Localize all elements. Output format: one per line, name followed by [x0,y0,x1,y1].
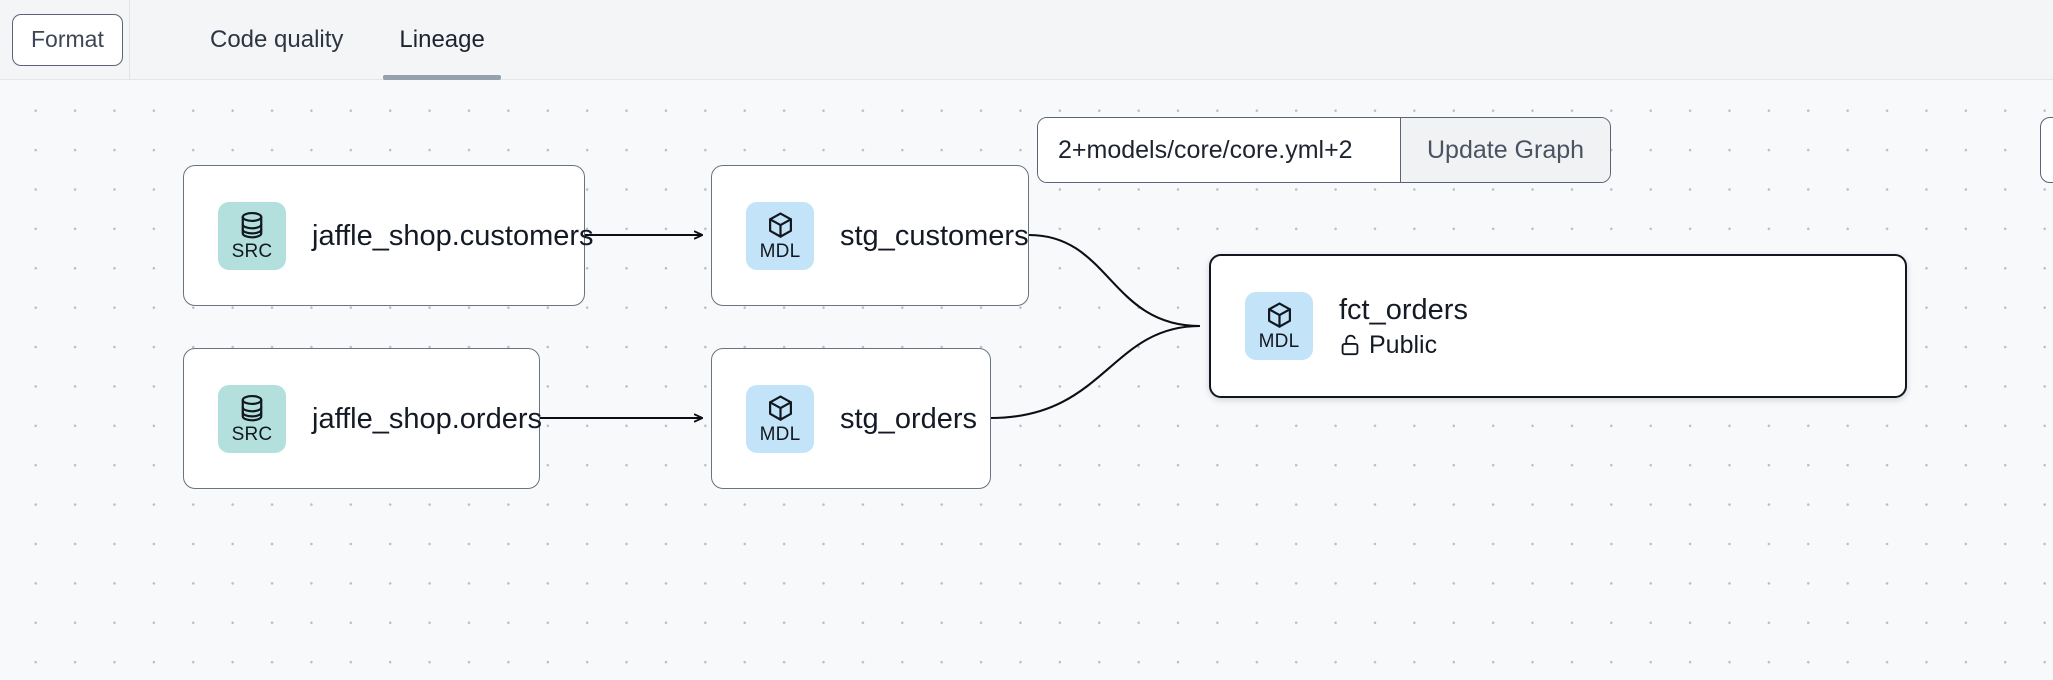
lineage-node-jaffle-shop-customers[interactable]: SRC jaffle_shop.customers [183,165,594,306]
database-icon [241,211,263,238]
cube-icon [768,394,792,421]
node-badge-label: SRC [231,240,273,262]
tab-lineage-label: Lineage [399,25,485,53]
node-badge-mdl: MDL [746,384,814,453]
unlock-icon [1341,334,1359,356]
graph-controls: Update Graph [1037,117,1612,183]
tab-bar: Code quality Lineage [130,0,513,80]
node-body: fct_orders Public [1339,293,1468,359]
format-button-zone: Format [0,0,130,80]
tab-code-quality-label: Code quality [210,25,344,53]
lineage-canvas[interactable]: SRC jaffle_shop.customers MDL stg_custom… [0,80,2053,680]
node-badge-mdl: MDL [1245,292,1313,360]
lineage-node-stg-orders[interactable]: MDL stg_orders [711,348,991,489]
node-body: jaffle_shop.orders [312,402,542,436]
node-body: jaffle_shop.customers [312,219,594,253]
node-title: stg_orders [840,402,978,435]
format-button[interactable]: Format [12,13,123,66]
edge-stg-customers-to-fct-orders [1028,233,1201,328]
node-badge-src: SRC [218,384,286,453]
graph-selector-group: Update Graph [1037,117,1612,183]
node-body: stg_orders [840,402,977,436]
node-access-badge: Public [1339,331,1468,359]
node-badge-src: SRC [218,201,286,270]
graph-selector-input[interactable] [1038,118,1400,182]
node-body: stg_customers [840,219,1029,253]
cube-icon [1267,302,1291,328]
lineage-node-stg-customers[interactable]: MDL stg_customers [711,165,1029,306]
node-title: fct_orders [1339,294,1468,326]
graph-side-panel-stub[interactable] [2040,117,2053,183]
tab-code-quality[interactable]: Code quality [182,0,371,80]
top-toolbar: Format Code quality Lineage [0,0,2053,80]
tab-lineage[interactable]: Lineage [371,0,512,80]
node-badge-label: MDL [759,240,801,262]
database-icon [241,394,263,421]
node-badge-label: SRC [231,423,273,445]
lineage-node-fct-orders[interactable]: MDL fct_orders Public [1209,254,1907,398]
cube-icon [768,211,792,238]
update-graph-button[interactable]: Update Graph [1400,118,1611,182]
node-badge-label: MDL [1258,331,1300,352]
node-access-label: Public [1369,331,1438,359]
lineage-node-jaffle-shop-orders[interactable]: SRC jaffle_shop.orders [183,348,542,489]
node-title: jaffle_shop.orders [312,402,543,435]
node-badge-label: MDL [759,423,801,445]
node-badge-mdl: MDL [746,201,814,270]
node-title: jaffle_shop.customers [312,219,594,252]
node-title: stg_customers [840,219,1029,252]
edge-stg-orders-to-fct-orders [990,324,1201,420]
